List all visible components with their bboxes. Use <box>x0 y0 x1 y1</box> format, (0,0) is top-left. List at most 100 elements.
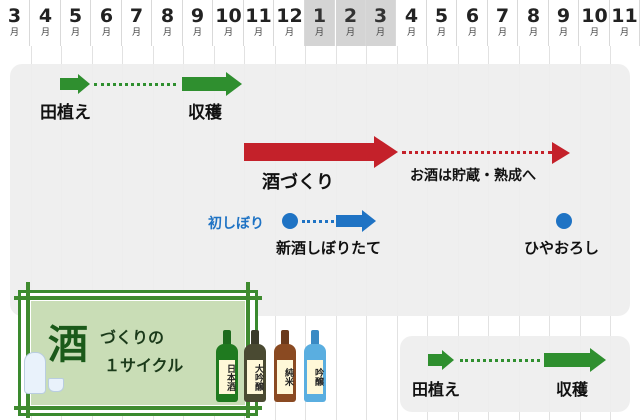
brewing-arrow-head <box>374 136 398 168</box>
first-pressing-dot <box>282 213 298 229</box>
month-number: 8 <box>526 5 541 27</box>
month-number: 6 <box>99 5 114 27</box>
brewing-label: 酒づくり <box>262 172 334 193</box>
next-harvest-arrow-head <box>590 348 606 372</box>
month-number: 7 <box>495 5 510 27</box>
next-planting-label: 田植え <box>412 380 461 399</box>
month-number: 3 <box>7 5 22 27</box>
bottle-2-label: 大吟醸 <box>247 360 263 394</box>
tokkuri-icon <box>24 352 46 394</box>
next-growing-dotted-line <box>460 359 540 362</box>
hiyaoroshi-label: ひやおろし <box>524 239 600 257</box>
pressing-dotted-line <box>302 220 334 223</box>
month-unit: 月 <box>314 28 324 38</box>
month-number: 2 <box>343 5 358 27</box>
month-unit: 月 <box>162 28 172 38</box>
month-unit: 月 <box>528 28 538 38</box>
badge-line1: づくりの <box>100 328 165 347</box>
next-harvest-label: 収穫 <box>556 380 589 399</box>
month-number: 1 <box>312 5 327 27</box>
sake-cup-icon <box>48 378 64 392</box>
month-number: 9 <box>556 5 571 27</box>
aging-label: お酒は貯蔵・熟成へ <box>410 168 536 184</box>
badge-background <box>31 301 245 405</box>
next-planting-arrow-head <box>442 350 454 370</box>
month-number: 7 <box>129 5 144 27</box>
bamboo-post-left <box>26 282 30 418</box>
aging-arrow-head <box>552 142 570 164</box>
harvest-label: 収穫 <box>188 103 222 123</box>
bottle-4-label: 吟醸 <box>307 360 323 394</box>
pressing-arrow-shaft <box>336 215 362 227</box>
month-unit: 月 <box>70 28 80 38</box>
month-unit: 月 <box>619 28 629 38</box>
bamboo-rail-top <box>14 296 262 300</box>
planting-arrow-head <box>78 74 90 94</box>
month-number: 5 <box>434 5 449 27</box>
bottle-3-label: 純米 <box>277 360 293 394</box>
harvest-arrow-shaft <box>182 77 226 91</box>
month-number: 4 <box>38 5 53 27</box>
month-number: 11 <box>245 5 272 27</box>
month-number: 3 <box>373 5 388 27</box>
month-number: 11 <box>611 5 638 27</box>
month-number: 4 <box>404 5 419 27</box>
month-unit: 月 <box>40 28 50 38</box>
month-unit: 月 <box>406 28 416 38</box>
planting-arrow-shaft <box>60 78 78 90</box>
growing-dotted-line <box>94 83 176 86</box>
month-unit: 月 <box>9 28 19 38</box>
month-unit: 月 <box>558 28 568 38</box>
fresh-sake-label: 新酒しぼりたて <box>276 239 382 257</box>
aging-dotted-line <box>402 151 552 154</box>
pressing-arrow-head <box>362 210 376 232</box>
month-unit: 月 <box>101 28 111 38</box>
brewing-arrow-shaft <box>244 143 374 161</box>
month-unit: 月 <box>375 28 385 38</box>
month-unit: 月 <box>131 28 141 38</box>
bottle-1-label: 日本酒 <box>219 360 235 394</box>
month-number: 5 <box>68 5 83 27</box>
cycle-panel <box>10 64 630 316</box>
bamboo-rail-bottom <box>14 406 262 410</box>
planting-label: 田植え <box>40 103 91 123</box>
badge-sake-char: 酒 <box>48 321 88 368</box>
month-number: 10 <box>215 5 242 27</box>
month-unit: 月 <box>497 28 507 38</box>
next-harvest-arrow-shaft <box>544 353 590 367</box>
month-number: 6 <box>465 5 480 27</box>
month-number: 8 <box>160 5 175 27</box>
month-number: 9 <box>190 5 205 27</box>
month-unit: 月 <box>589 28 599 38</box>
month-unit: 月 <box>223 28 233 38</box>
month-unit: 月 <box>345 28 355 38</box>
harvest-arrow-head <box>226 72 242 96</box>
month-unit: 月 <box>467 28 477 38</box>
month-unit: 月 <box>253 28 263 38</box>
month-number: 10 <box>581 5 608 27</box>
month-number: 12 <box>276 5 303 27</box>
first-pressing-label: 初しぼり <box>208 216 264 232</box>
badge-line2: １サイクル <box>104 356 184 375</box>
month-unit: 月 <box>284 28 294 38</box>
month-unit: 月 <box>192 28 202 38</box>
